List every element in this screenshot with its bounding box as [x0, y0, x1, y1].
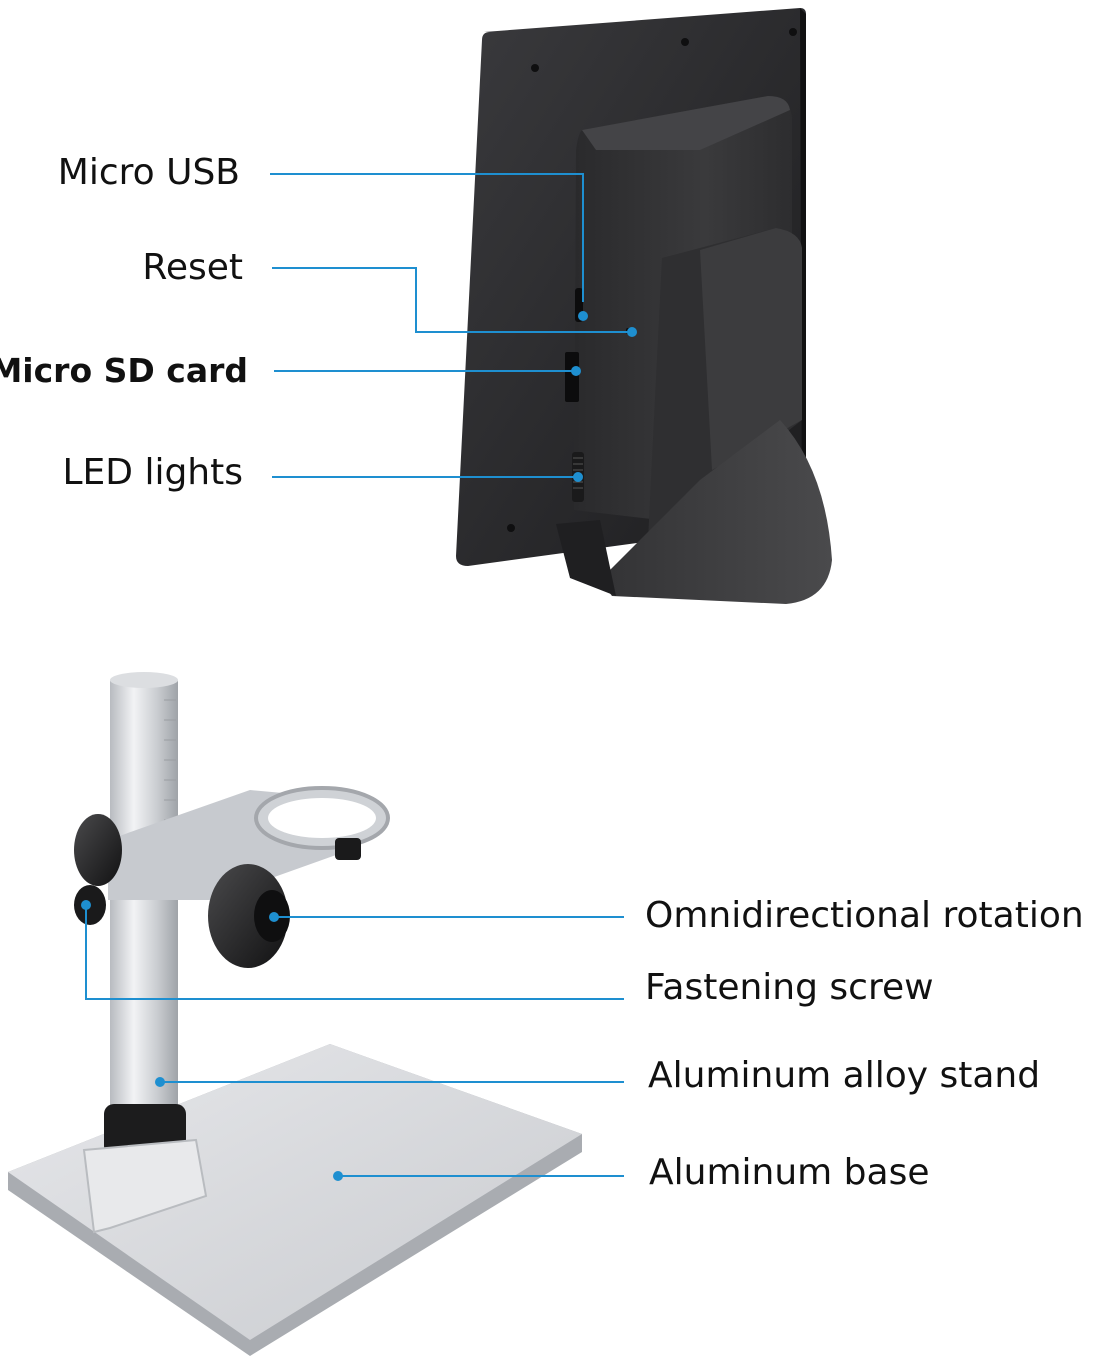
- label-aluminum-base: Aluminum base: [649, 1152, 930, 1193]
- leader-micro-usb: [270, 173, 584, 302]
- label-micro-sd-card: Micro SD card: [0, 351, 248, 390]
- label-reset: Reset: [142, 247, 243, 288]
- tf-card-slot: [565, 352, 579, 402]
- dot-alloy: [155, 1077, 165, 1087]
- leader-screw: [85, 905, 624, 1000]
- label-led-lights: LED lights: [62, 452, 243, 493]
- rotation-knob: [208, 864, 288, 968]
- label-micro-usb: Micro USB: [57, 152, 240, 193]
- dot-rotation: [269, 912, 279, 922]
- leader-reset: [272, 267, 632, 333]
- label-fastening-screw: Fastening screw: [645, 967, 934, 1008]
- stand-pole: [110, 678, 178, 1148]
- label-aluminum-alloy-stand: Aluminum alloy stand: [648, 1055, 1041, 1096]
- dot-micro-usb: [578, 311, 588, 321]
- dot-micro-sd: [571, 366, 581, 376]
- dot-reset: [627, 327, 637, 337]
- stand-knob-left: [74, 814, 122, 886]
- monitor-base: [600, 420, 832, 604]
- dot-base: [333, 1171, 343, 1181]
- stand-clamp: [82, 1138, 208, 1234]
- dot-screw: [81, 900, 91, 910]
- callout-dots: [81, 311, 637, 1181]
- stand-illustration: [8, 672, 582, 1356]
- label-omnidirectional-rotation: Omnidirectional rotation: [645, 895, 1084, 936]
- monitor-illustration: [456, 8, 832, 604]
- dot-led: [573, 472, 583, 482]
- callout-lines: [85, 173, 632, 1177]
